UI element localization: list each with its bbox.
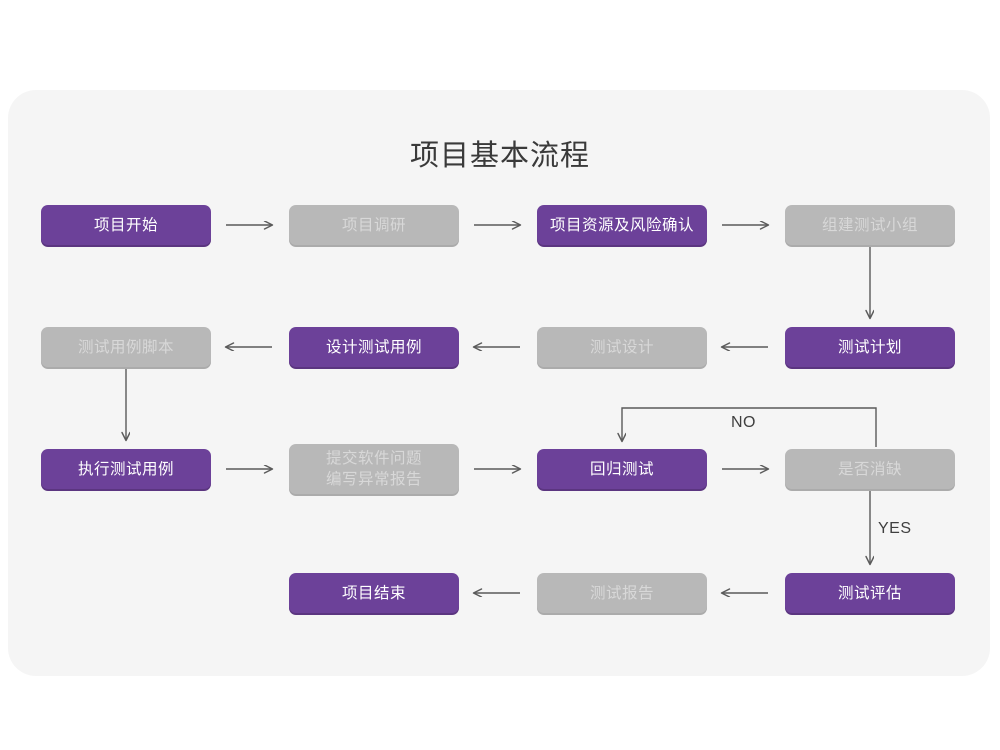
node-n6[interactable]: 测试设计: [537, 327, 707, 367]
node-n1[interactable]: 项目开始: [41, 205, 211, 245]
node-n5[interactable]: 测试计划: [785, 327, 955, 367]
node-n8[interactable]: 测试用例脚本: [41, 327, 211, 367]
node-n7[interactable]: 设计测试用例: [289, 327, 459, 367]
node-n13[interactable]: 测试评估: [785, 573, 955, 613]
node-n15[interactable]: 项目结束: [289, 573, 459, 613]
node-n9[interactable]: 执行测试用例: [41, 449, 211, 489]
node-n2[interactable]: 项目调研: [289, 205, 459, 245]
node-n3[interactable]: 项目资源及风险确认: [537, 205, 707, 245]
node-n11[interactable]: 回归测试: [537, 449, 707, 489]
node-n10[interactable]: 提交软件问题 编写异常报告: [289, 444, 459, 494]
node-n4[interactable]: 组建测试小组: [785, 205, 955, 245]
page-title: 项目基本流程: [409, 140, 590, 172]
node-n14[interactable]: 测试报告: [537, 573, 707, 613]
label-no: NO: [731, 414, 756, 431]
label-yes: YES: [878, 520, 912, 537]
node-n12[interactable]: 是否消缺: [785, 449, 955, 489]
